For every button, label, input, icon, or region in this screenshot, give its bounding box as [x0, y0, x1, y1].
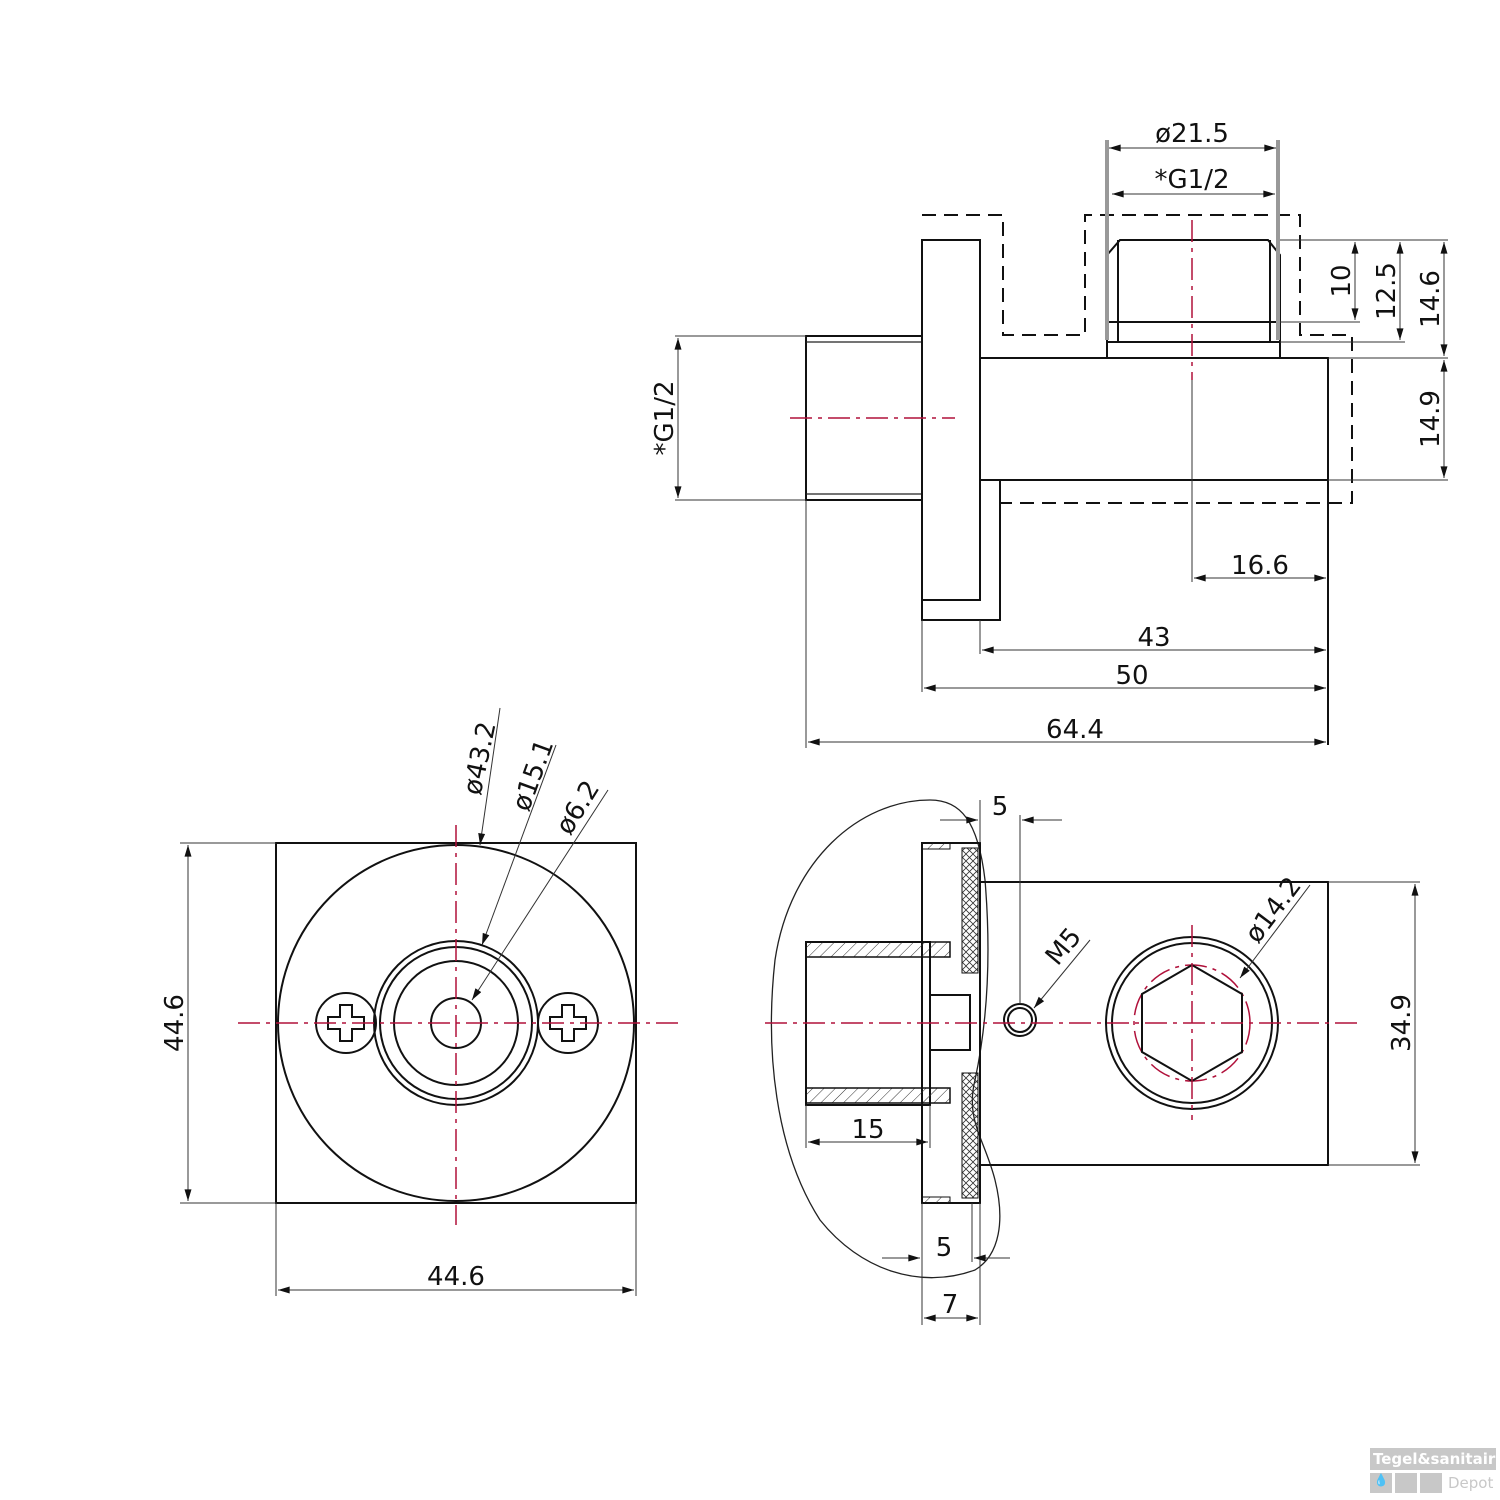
- dim-d14-2: ø14.2: [1239, 872, 1307, 949]
- dim-d6-2: ø6.2: [550, 776, 606, 840]
- break-outline: [770, 799, 1001, 1279]
- dim-43: 43: [1137, 623, 1170, 653]
- dim-14-9: 14.9: [1416, 390, 1446, 448]
- flange: [921, 239, 981, 601]
- top-view: ø21.5 *G1/2 10 12.5 14.6 14.9 *G1/2 16.6…: [650, 119, 1448, 748]
- dim-12-5: 12.5: [1372, 262, 1402, 320]
- outlet-nipple: [1106, 239, 1281, 342]
- logo-line2: Depot: [1448, 1474, 1494, 1492]
- dim-34-9: 34.9: [1387, 994, 1417, 1052]
- dim-thread-top: *G1/2: [1155, 165, 1230, 195]
- dim-10: 10: [1327, 264, 1357, 297]
- dim-50: 50: [1115, 661, 1148, 691]
- dim-5-bottom: 5: [936, 1233, 953, 1263]
- dim-outer-diameter: ø21.5: [1155, 119, 1229, 149]
- dim-14-6: 14.6: [1416, 270, 1446, 328]
- dim-d43-2: ø43.2: [458, 719, 503, 797]
- front-view: ø43.2 ø15.1 ø6.2 44.6 44.6: [160, 707, 680, 1296]
- dim-15: 15: [851, 1115, 884, 1145]
- logo-line1: Tegel&sanitair: [1370, 1448, 1496, 1470]
- dim-m5: M5: [1040, 922, 1088, 971]
- hidden-outline: [922, 214, 1353, 504]
- logo-square: [1395, 1473, 1417, 1493]
- dim-front-width: 44.6: [427, 1262, 485, 1292]
- dim-front-height: 44.6: [160, 994, 190, 1052]
- dim-5-top: 5: [992, 792, 1009, 822]
- outlet-base: [1106, 341, 1281, 359]
- brand-logo: Tegel&sanitair 💧 Depot: [1370, 1448, 1496, 1493]
- dim-7: 7: [942, 1290, 959, 1320]
- dim-16-6: 16.6: [1231, 551, 1289, 581]
- valve-body: [979, 357, 1329, 481]
- dim-thread-left: *G1/2: [650, 381, 680, 456]
- section-view: 5 M5 ø14.2 34.9 15 5 7: [765, 792, 1420, 1325]
- logo-square: [1420, 1473, 1442, 1493]
- dim-d15-1: ø15.1: [507, 735, 560, 815]
- drop-icon: 💧: [1370, 1473, 1392, 1493]
- dim-64-4: 64.4: [1046, 715, 1104, 745]
